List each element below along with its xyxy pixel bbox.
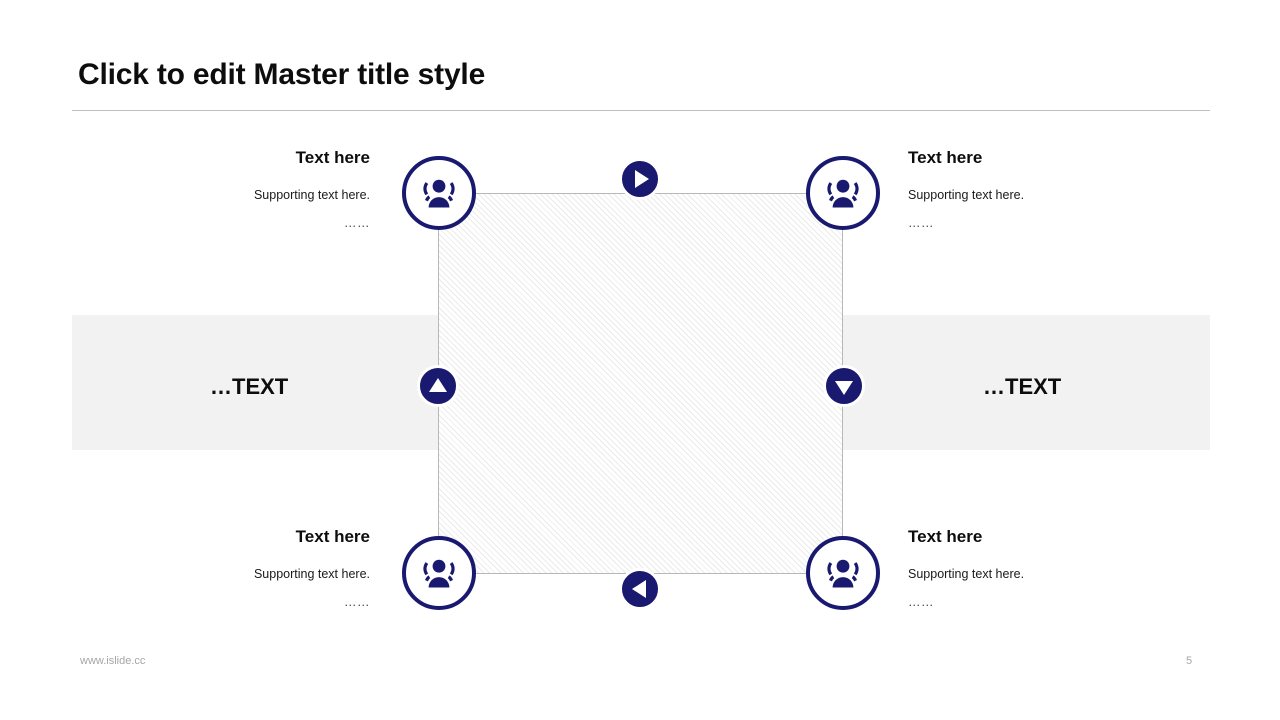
triangle-up-glyph bbox=[429, 377, 447, 392]
node-heading: Text here bbox=[295, 148, 370, 167]
node-heading: Text here bbox=[908, 527, 983, 546]
node-support-text: Supporting text here. bbox=[253, 567, 370, 582]
triangle-down-glyph bbox=[835, 380, 853, 395]
text-block-bottom-right: Text here Supporting text here. …… bbox=[908, 527, 1198, 609]
text-block-top-right: Text here Supporting text here. …… bbox=[908, 148, 1198, 230]
title-divider bbox=[72, 110, 1210, 111]
node-circle-top-right[interactable] bbox=[806, 156, 880, 230]
page-number: 5 bbox=[1186, 655, 1193, 667]
center-hatch-panel bbox=[438, 193, 842, 573]
side-label-right: …TEXT bbox=[983, 374, 1062, 399]
arrow-right-circle-icon[interactable] bbox=[619, 158, 661, 200]
node-support-text: Supporting text here. bbox=[908, 188, 1025, 203]
node-ellipsis: …… bbox=[344, 594, 370, 609]
node-heading: Text here bbox=[295, 527, 370, 546]
side-label-left: …TEXT bbox=[210, 374, 289, 399]
node-ellipsis: …… bbox=[908, 594, 934, 609]
node-ellipsis: …… bbox=[344, 215, 370, 230]
people-group-icon bbox=[824, 176, 862, 210]
node-circle-bottom-right[interactable] bbox=[806, 536, 880, 610]
arrow-up-circle-icon[interactable] bbox=[417, 365, 459, 407]
node-circle-top-left[interactable] bbox=[402, 156, 476, 230]
node-heading: Text here bbox=[908, 148, 983, 167]
text-block-top-left: Text here Supporting text here. …… bbox=[80, 148, 370, 230]
arrow-left-circle-icon[interactable] bbox=[619, 568, 661, 610]
triangle-right-glyph bbox=[634, 170, 649, 188]
text-block-bottom-left: Text here Supporting text here. …… bbox=[80, 527, 370, 609]
arrow-down-circle-icon[interactable] bbox=[823, 365, 865, 407]
page-title: Click to edit Master title style bbox=[78, 58, 486, 91]
node-circle-bottom-left[interactable] bbox=[402, 536, 476, 610]
people-group-icon bbox=[420, 176, 458, 210]
node-support-text: Supporting text here. bbox=[253, 188, 370, 203]
triangle-left-glyph bbox=[631, 580, 646, 598]
node-support-text: Supporting text here. bbox=[908, 567, 1025, 582]
people-group-icon bbox=[824, 556, 862, 590]
people-group-icon bbox=[420, 556, 458, 590]
node-ellipsis: …… bbox=[908, 215, 934, 230]
footer-url[interactable]: www.islide.cc bbox=[80, 655, 146, 667]
